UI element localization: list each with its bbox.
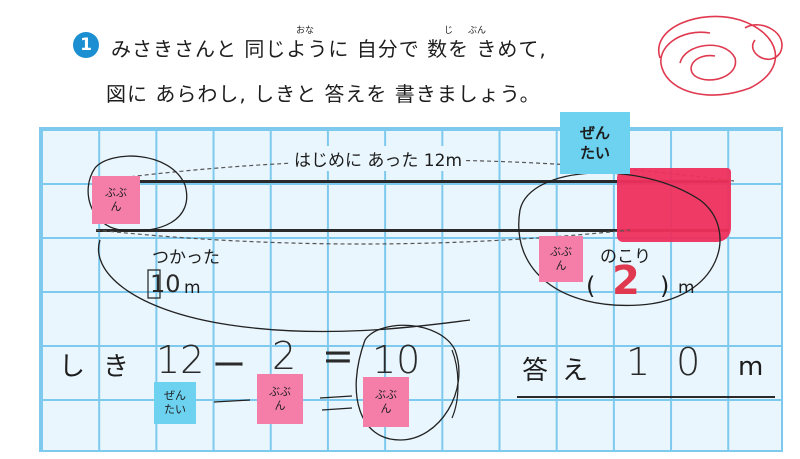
question-number-badge: 1 bbox=[73, 32, 99, 58]
ruby-ji: じ bbox=[444, 26, 454, 36]
ruby-bun: ぶん bbox=[468, 26, 487, 36]
formula-operator: ー bbox=[212, 346, 246, 386]
answer-unit: m bbox=[738, 352, 764, 382]
ruby-onaji: おな bbox=[296, 26, 315, 36]
question-line-2: 図に あらわし, しきと 答えを 書きましょう。 bbox=[106, 82, 541, 106]
formula-operand-b: 2 bbox=[272, 334, 297, 378]
formula-result: 10 bbox=[372, 338, 421, 382]
formula-label: しき bbox=[59, 352, 148, 382]
formula-operand-a: 12 bbox=[156, 338, 205, 382]
formula-equals: = bbox=[322, 334, 354, 378]
remaining-unit: m bbox=[678, 278, 695, 298]
note-part-right[interactable]: ぶぶ ん bbox=[539, 236, 583, 282]
note-formula-part-2[interactable]: ぶぶ ん bbox=[363, 377, 409, 427]
used-unit: m bbox=[184, 278, 201, 298]
note-formula-part-1[interactable]: ぶぶ ん bbox=[257, 374, 303, 424]
used-value: 10 bbox=[150, 270, 181, 298]
answer-value: 10 bbox=[626, 340, 727, 384]
remaining-value: 2 bbox=[612, 258, 640, 304]
whole-label: はじめに あった 12m bbox=[290, 146, 466, 171]
remaining-highlight bbox=[617, 168, 731, 242]
note-part-left[interactable]: ぶぶ ん bbox=[92, 176, 140, 224]
tape-diagram-bar bbox=[96, 180, 729, 232]
remaining-paren-open: ( bbox=[586, 272, 596, 300]
used-brace-dashed bbox=[95, 229, 631, 245]
used-label: つかった bbox=[152, 248, 220, 268]
note-formula-whole[interactable]: ぜん たい bbox=[154, 382, 196, 424]
remaining-paren-close: ) bbox=[660, 272, 670, 300]
answer-underline bbox=[517, 396, 775, 398]
answer-label: 答え bbox=[522, 356, 603, 386]
red-scribble-drawing bbox=[657, 15, 783, 96]
question-line-1: みさきさんと 同じように 自分で 数を きめて, bbox=[111, 37, 547, 61]
remaining-label: のこり bbox=[600, 247, 651, 267]
note-whole-top[interactable]: ぜん たい bbox=[560, 112, 630, 174]
